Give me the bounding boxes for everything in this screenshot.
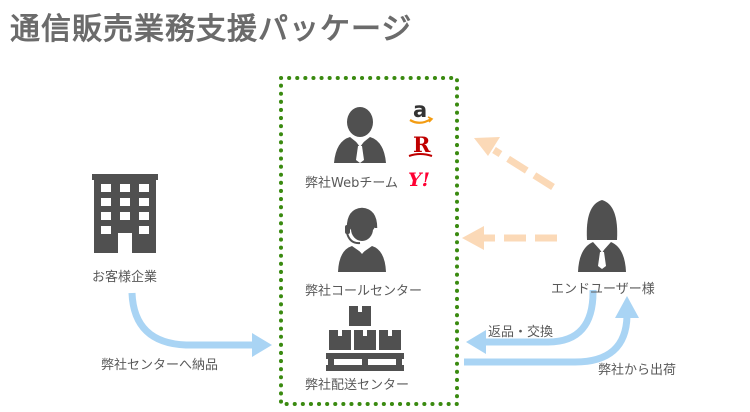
businesswoman-icon (578, 200, 626, 272)
return-arrow (466, 289, 597, 354)
delivery-arrow (128, 292, 272, 357)
rakuten-logo-icon: R (408, 132, 433, 157)
svg-text:R: R (413, 132, 431, 157)
yahoo-logo-icon: Y! (408, 169, 430, 191)
operator-headset-icon (338, 207, 386, 272)
building-icon (92, 174, 158, 253)
end-user-label: エンドユーザー様 (551, 282, 655, 297)
shipping-from-label: 弊社から出荷 (598, 363, 677, 378)
svg-text:Y!: Y! (408, 169, 430, 191)
client-label: お客様企業 (92, 270, 158, 285)
page-title: 通信販売業務支援パッケージ (10, 12, 413, 47)
svg-text:a: a (413, 98, 427, 122)
web-team-label: 弊社Webチーム (305, 176, 398, 191)
call-center-label: 弊社コールセンター (305, 284, 423, 299)
businessman-icon (334, 107, 386, 163)
delivery-to-center-label: 弊社センターへ納品 (101, 358, 219, 373)
return-exchange-label: 返品・交換 (488, 325, 554, 340)
amazon-logo-icon: a (409, 98, 434, 124)
warehouse-boxes-icon (326, 306, 404, 371)
inquiry-arrow-lower (462, 226, 557, 250)
order-arrow-upper (474, 137, 555, 190)
shipping-arrow (464, 296, 639, 366)
service-group-border (279, 76, 459, 406)
delivery-center-label: 弊社配送センター (305, 378, 410, 393)
